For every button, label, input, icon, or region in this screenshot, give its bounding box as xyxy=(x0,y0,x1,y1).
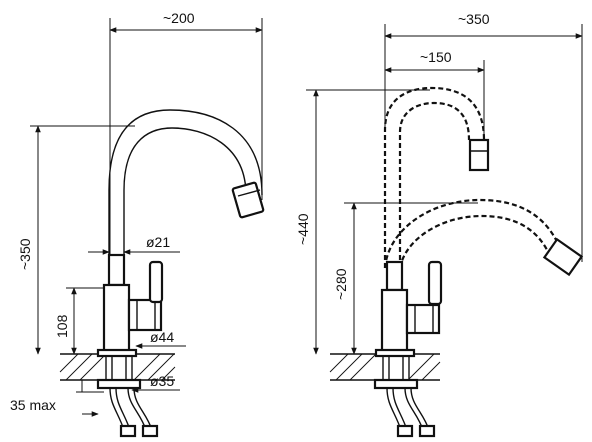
right-dim-reach-label: ~150 xyxy=(420,49,452,65)
right-hose-1 xyxy=(386,387,408,431)
left-dim-width-label: ~200 xyxy=(163,10,195,26)
right-lever xyxy=(427,260,443,306)
right-neck xyxy=(385,260,404,292)
left-dim-counter-thickness-label: 35 max xyxy=(10,397,56,413)
left-faucet-view: ~200 ~350 108 ø21 ø44 ø35 35 max xyxy=(10,10,265,438)
right-low-tip xyxy=(542,237,584,277)
right-upright-tip xyxy=(468,138,490,172)
right-hose-2 xyxy=(404,387,430,431)
right-dim-height-max-label: ~440 xyxy=(295,213,311,245)
right-shank xyxy=(382,355,410,381)
right-nut xyxy=(373,378,419,390)
left-body xyxy=(102,283,131,355)
left-spout-inner xyxy=(123,127,247,255)
right-dim-height-low-label: ~280 xyxy=(333,268,349,300)
left-neck xyxy=(107,253,126,287)
right-spout-upright-outer xyxy=(383,86,486,268)
left-dim-base-diameter-label: ø44 xyxy=(150,329,174,345)
right-spout-low-outer xyxy=(383,198,562,269)
right-base-ring xyxy=(374,348,416,358)
left-nut xyxy=(96,378,142,390)
left-dim-pipe-diameter-label: ø21 xyxy=(146,234,170,250)
left-lever xyxy=(148,260,164,304)
left-hose-2 xyxy=(127,387,153,431)
left-dim-shank-diameter-label: ø35 xyxy=(150,373,174,389)
right-faucet-view: ~350 ~150 ~440 ~280 xyxy=(295,11,584,438)
left-spout-outer xyxy=(108,109,263,255)
right-spout-upright-inner xyxy=(398,101,471,268)
left-dim-height-label: ~350 xyxy=(17,238,33,270)
right-countertop xyxy=(329,353,441,381)
right-dim-width-label: ~350 xyxy=(458,11,490,27)
left-lever-block xyxy=(127,298,163,332)
left-base-ring xyxy=(96,348,138,358)
right-body xyxy=(380,288,409,355)
left-dim-base-height-label: 108 xyxy=(54,314,70,338)
right-lever-block xyxy=(405,303,441,335)
left-spout-tip xyxy=(231,181,265,219)
right-spout-low-inner xyxy=(398,214,552,269)
left-hose-1 xyxy=(109,387,131,431)
left-shank xyxy=(105,355,133,381)
